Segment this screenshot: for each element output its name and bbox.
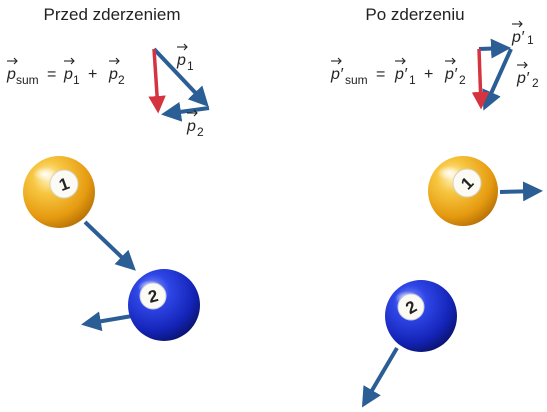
equation-lhs-symbol: p (6, 66, 16, 83)
equation-term2-subscript: 2 (459, 73, 466, 87)
ball-number-disc (452, 168, 482, 198)
ball-1-before: 1 (23, 156, 95, 228)
ball-number-disc (49, 169, 79, 199)
vector-arrow-mark (523, 61, 528, 69)
equation-term2-symbol: p′ (444, 66, 458, 83)
ball-1-after: 1 (428, 156, 498, 226)
vector-arrow-mark (451, 57, 456, 65)
vector-triangle-after: p′ 1 p′ 2 (471, 20, 539, 111)
equation-term1-subscript: 1 (409, 73, 416, 87)
title-after: Po zderzeniu (365, 5, 464, 24)
p1-prime-label-symbol: p′ (511, 29, 525, 46)
equation-term2-subscript: 2 (118, 73, 125, 87)
equation-plus: + (424, 66, 433, 83)
equation-before: p sum = p 1 + p 2 (6, 57, 125, 87)
equation-plus: + (88, 66, 97, 83)
ball-2-before: 2 (128, 269, 200, 341)
vector-arrow-mark (193, 109, 198, 117)
p1-prime-label-subscript: 1 (527, 33, 534, 47)
p1-label-symbol: p (176, 52, 186, 69)
p2-prime-arrow (482, 48, 513, 111)
ball1-prime-velocity-arrow (499, 181, 543, 202)
ball1-velocity-arrow (83, 220, 136, 271)
equation-lhs-symbol: p′ (330, 66, 344, 83)
p1-prime-arrow (478, 38, 511, 59)
equation-term1-subscript: 1 (73, 73, 80, 87)
equation-equals: = (376, 66, 385, 83)
ball2-velocity-arrow (81, 311, 133, 332)
equation-after: p′ sum = p′ 1 + p′ 2 (330, 57, 466, 87)
p1-label-subscript: 1 (187, 59, 194, 73)
vector-arrow-mark (13, 57, 18, 65)
equation-lhs-subscript: sum (16, 73, 39, 87)
ball-2-after: 2 (385, 280, 457, 352)
vector-arrow-mark (70, 57, 75, 65)
vector-arrow-mark (183, 43, 188, 51)
ball2-prime-velocity-arrow (361, 346, 399, 408)
vector-arrow-mark (337, 57, 342, 65)
psum-prime-arrow (471, 48, 490, 110)
p2-label-symbol: p (186, 118, 196, 135)
p1-arrow (152, 47, 209, 107)
ball-body (128, 269, 200, 341)
p2-arrow (161, 101, 210, 122)
vector-arrow-mark (115, 57, 120, 65)
vector-arrow-mark (518, 20, 523, 28)
ball-number-disc (397, 293, 425, 321)
p2-label-subscript: 2 (197, 125, 204, 139)
equation-equals: = (47, 66, 56, 83)
p2-prime-label-symbol: p′ (516, 70, 530, 87)
equation-lhs-subscript: sum (345, 73, 368, 87)
p2-prime-label-subscript: 2 (532, 76, 539, 90)
ball-shine (33, 167, 57, 181)
ball-number-disc (139, 282, 167, 310)
psum-arrow (148, 48, 166, 114)
title-before: Przed zderzeniem (43, 5, 180, 24)
equation-term1-symbol: p (63, 66, 73, 83)
vector-arrow-mark (401, 57, 406, 65)
vector-triangle-before: p 1 p 2 (148, 43, 210, 139)
equation-term1-symbol: p′ (394, 66, 408, 83)
equation-term2-symbol: p (108, 66, 118, 83)
